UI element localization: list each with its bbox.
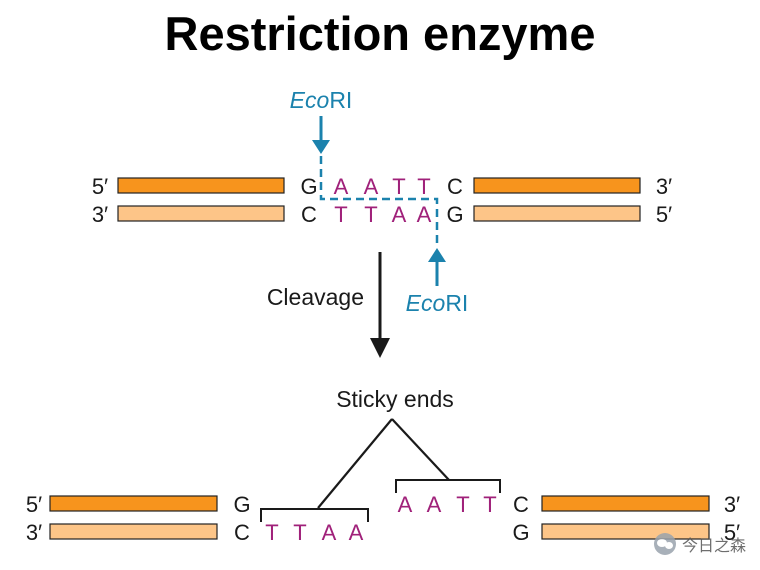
top-strand-left-bar — [117, 177, 285, 194]
right-fragment-top-base-0: A — [398, 492, 413, 517]
cleavage-label: Cleavage — [267, 284, 364, 310]
left-overhang-bracket — [260, 508, 369, 522]
enzyme-arrowhead-bottom — [428, 248, 446, 262]
left-fragment-bottom-base-1: T — [265, 520, 278, 545]
right-overhang-bracket — [395, 479, 501, 493]
top-base-1: A — [334, 174, 349, 199]
right-fragment-top-bar — [541, 495, 710, 512]
right-fragment-bottom-base-0: G — [512, 520, 529, 545]
top-base-4: T — [417, 174, 430, 199]
top-strand-right-label: 3′ — [656, 174, 672, 199]
bottom-strand-right-label: 5′ — [656, 202, 672, 227]
left-fragment-bottom-base-2: T — [293, 520, 306, 545]
top-base-3: T — [392, 174, 405, 199]
top-base-2: A — [364, 174, 379, 199]
cut-line — [319, 156, 439, 243]
bottom-base-4: A — [417, 202, 432, 227]
left-fragment-bottom-label: 3′ — [26, 520, 42, 545]
enzyme-label-bottom: EcoRI — [406, 290, 469, 316]
left-fragment-bottom-base-3: A — [322, 520, 337, 545]
bottom-strand-left-bar — [117, 205, 285, 222]
right-fragment-bottom-label: 5′ — [724, 520, 740, 545]
sticky-pointer-left — [317, 418, 393, 509]
right-fragment-top-base-1: A — [427, 492, 442, 517]
top-strand-right-bar — [473, 177, 641, 194]
left-fragment-bottom-base-4: A — [349, 520, 364, 545]
right-fragment-top-base-4: C — [513, 492, 529, 517]
diagram-title: Restriction enzyme — [164, 7, 596, 60]
bottom-strand-left-label: 3′ — [92, 202, 108, 227]
bottom-base-2: T — [364, 202, 377, 227]
bottom-base-3: A — [392, 202, 407, 227]
top-base-5: C — [447, 174, 463, 199]
sticky-pointer-right — [391, 418, 450, 481]
cleavage-arrowhead — [370, 338, 390, 358]
left-fragment-top-label: 5′ — [26, 492, 42, 517]
left-fragment-top-base-0: G — [233, 492, 250, 517]
sticky-ends-label: Sticky ends — [336, 386, 454, 412]
watermark-text: 今日之森 — [681, 536, 746, 555]
right-fragment-top-base-3: T — [483, 492, 496, 517]
bottom-base-0: C — [301, 202, 317, 227]
bottom-strand-right-bar — [473, 205, 641, 222]
top-base-0: G — [300, 174, 317, 199]
enzyme-arrowhead-top — [312, 140, 330, 154]
bottom-base-1: T — [334, 202, 347, 227]
wechat-icon — [653, 533, 676, 555]
watermark: 今日之森 — [653, 532, 746, 556]
left-fragment-top-bar — [49, 495, 218, 512]
right-fragment-top-base-2: T — [456, 492, 469, 517]
top-strand-left-label: 5′ — [92, 174, 108, 199]
bottom-base-5: G — [446, 202, 463, 227]
left-fragment-bottom-bar — [49, 523, 218, 540]
left-fragment-bottom-base-0: C — [234, 520, 250, 545]
enzyme-label-top: EcoRI — [290, 87, 353, 113]
right-fragment-top-label: 3′ — [724, 492, 740, 517]
